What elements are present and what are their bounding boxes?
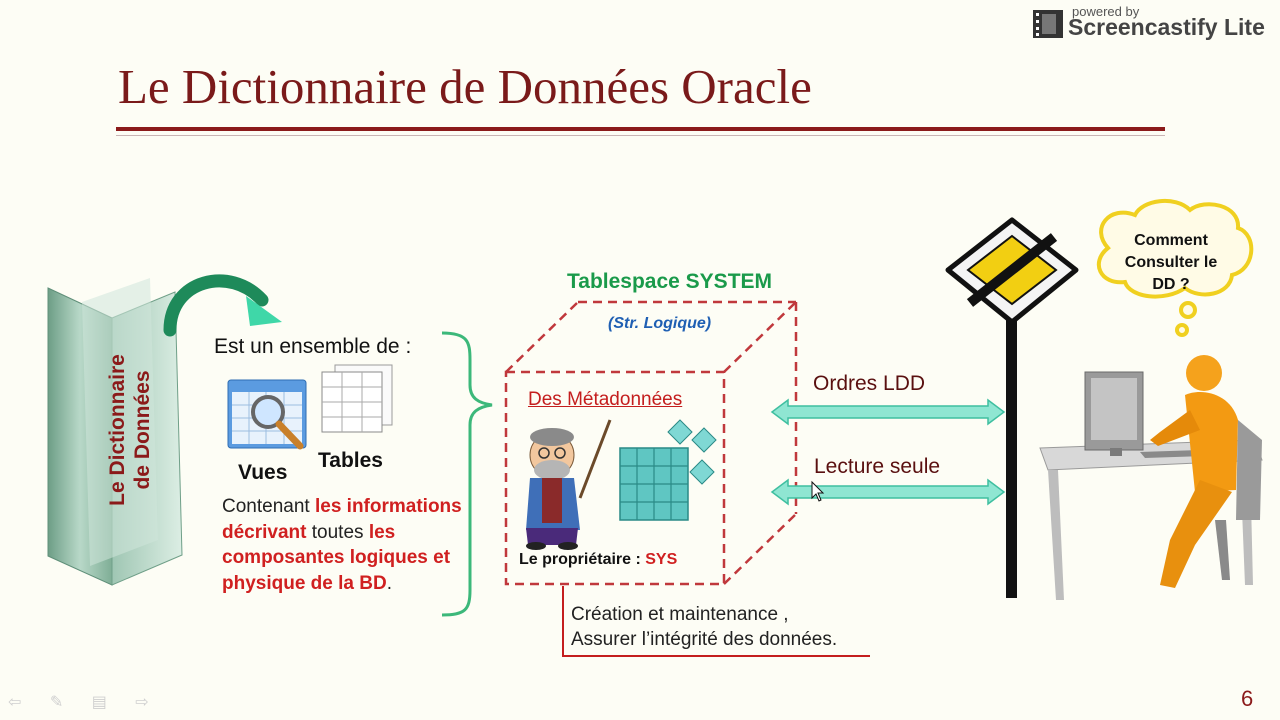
vues-label: Vues [238,461,288,484]
dictionary-book-icon [47,278,183,586]
curved-arrow-icon [163,274,282,337]
owner-label-text: Le propriétaire : [519,551,646,568]
watermark-powered: powered by [1072,4,1140,19]
maintenance-line2: Assurer l’intégrité des données. [571,629,838,650]
maintenance-connector [562,586,870,657]
owner-value: SYS [645,551,678,568]
priority-road-sign-icon [945,217,1079,598]
desc-text-2: toutes [306,521,369,543]
thought-cloud-icon [1096,198,1254,337]
readonly-label: Lecture seule [814,455,941,478]
tablespace-subtitle: (Str. Logique) [608,315,712,332]
page-number: 6 [1241,686,1254,711]
slide-nav-controls[interactable]: ⇦ ✎ ▤ ⇨ [8,694,161,711]
tablespace-title: Tablespace SYSTEM [567,270,773,293]
slide-title: Le Dictionnaire de Données Oracle [118,59,812,114]
readonly-double-arrow-icon [770,478,1006,506]
owner-label: Le propriétaire : SYS [519,551,677,569]
metadata-title: Des Métadonnées [528,389,683,410]
desc-text-1: Contenant [222,496,315,517]
mouse-cursor-icon [811,480,825,502]
metadata-blocks-icon [619,419,717,521]
tables-label: Tables [318,449,383,472]
ldd-double-arrow-icon [770,398,1006,426]
tables-icon [321,364,393,433]
professor-icon [526,419,612,550]
dictionary-label-line2: de Données [131,370,154,490]
view-table-icon [227,379,307,450]
maintenance-text: Création et maintenance , Assurer l’inté… [571,602,837,652]
screencastify-logo-icon [1032,8,1064,45]
dictionary-label-line1: Le Dictionnaire [106,354,129,506]
desc-highlight-2: les composantes logiques et physique de … [222,521,451,594]
dictionary-label: Le Dictionnaire de Données [105,354,155,506]
desc-text-3: . [386,572,392,594]
title-rule-thin [116,135,1165,136]
title-rule [116,127,1165,131]
ensemble-description: Contenant les informations décrivant tou… [222,494,472,596]
green-brace [441,331,493,617]
cloud-question: Comment Consulter le DD ? [1124,232,1218,293]
desc-highlight-1: les informations décrivant [222,496,462,543]
ldd-label: Ordres LDD [813,372,926,395]
person-at-computer-icon [1039,355,1263,600]
maintenance-line1: Création et maintenance , [571,604,789,625]
ensemble-label: Est un ensemble de : [214,335,412,358]
watermark-name: Screencastify Lite [1068,14,1265,40]
